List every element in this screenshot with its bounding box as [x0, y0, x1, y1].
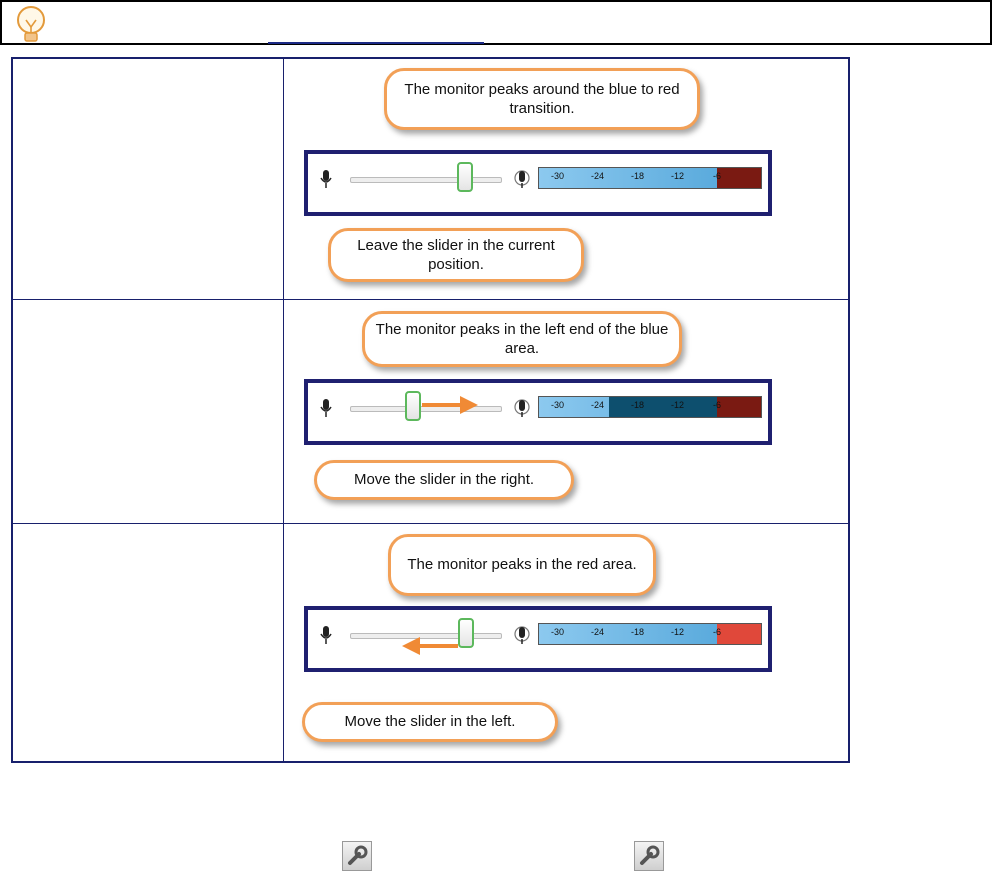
callout-top: The monitor peaks in the red area. — [388, 533, 656, 596]
tick-label: -6 — [713, 626, 722, 637]
lightbulb-icon — [17, 6, 45, 42]
meter-red-zone — [717, 623, 761, 644]
wrench-icon[interactable] — [342, 841, 372, 871]
microphone-level-icon — [514, 625, 530, 644]
tick-label: -12 — [671, 171, 685, 181]
level-meter: -30 -24 -18 -12 -6 — [538, 167, 762, 189]
audio-panel: -30 -24 -18 -12 -6 — [304, 378, 772, 445]
example-image-3: The monitor peaks in the red area. -30 -… — [283, 522, 850, 763]
example-image-2: The monitor peaks in the left end of the… — [283, 298, 850, 524]
volume-slider-thumb[interactable] — [457, 162, 473, 192]
microphone-icon — [320, 170, 332, 188]
volume-slider-track[interactable] — [350, 177, 502, 183]
example-table: The monitor peaks around the blue to red… — [11, 57, 850, 763]
tick-label: -18 — [631, 399, 645, 410]
volume-slider-track[interactable] — [350, 632, 502, 639]
tick-label: -24 — [591, 171, 605, 181]
tick-label: -18 — [631, 626, 645, 637]
level-meter: -30 -24 -18 -12 -6 — [538, 395, 762, 418]
meter-red-zone — [717, 396, 761, 417]
tick-label: -30 — [551, 626, 565, 637]
tick-label: -12 — [671, 399, 685, 410]
audio-panel: -30 -24 -18 -12 -6 — [304, 605, 772, 672]
microphone-level-icon — [514, 398, 530, 417]
arrow-left-icon — [402, 636, 458, 655]
tick-label: -6 — [713, 171, 722, 181]
tick-label: -12 — [671, 626, 685, 637]
tick-label: -18 — [631, 171, 645, 181]
tick-label: -6 — [713, 399, 722, 410]
callout-bottom: Move the slider in the left. — [302, 701, 558, 742]
level-meter: -30 -24 -18 -12 -6 — [538, 622, 762, 645]
row-label — [11, 298, 284, 524]
callout-bottom: Move the slider in the right. — [314, 459, 574, 500]
callout-top: The monitor peaks around the blue to red… — [384, 68, 700, 130]
row-label — [11, 522, 284, 763]
callout-bottom: Leave the slider in the current position… — [328, 228, 584, 282]
tip-box — [0, 0, 992, 45]
microphone-icon — [320, 625, 332, 644]
tick-label: -30 — [551, 399, 565, 410]
volume-slider-thumb[interactable] — [458, 617, 474, 648]
tick-label: -30 — [551, 171, 565, 181]
example-image-1: The monitor peaks around the blue to red… — [283, 57, 850, 300]
arrow-right-icon — [422, 395, 478, 414]
tick-label: -24 — [591, 626, 605, 637]
callout-top: The monitor peaks in the left end of the… — [362, 310, 682, 367]
volume-slider-thumb[interactable] — [405, 390, 421, 421]
tip-link-underline[interactable] — [268, 42, 484, 44]
microphone-level-icon — [514, 170, 530, 188]
audio-panel: -30 -24 -18 -12 -6 — [304, 150, 772, 216]
tick-label: -24 — [591, 399, 605, 410]
row-label — [11, 57, 284, 300]
microphone-icon — [320, 398, 332, 417]
meter-red-zone — [717, 168, 761, 188]
wrench-icon[interactable] — [634, 841, 664, 871]
meter-peak — [609, 396, 717, 417]
